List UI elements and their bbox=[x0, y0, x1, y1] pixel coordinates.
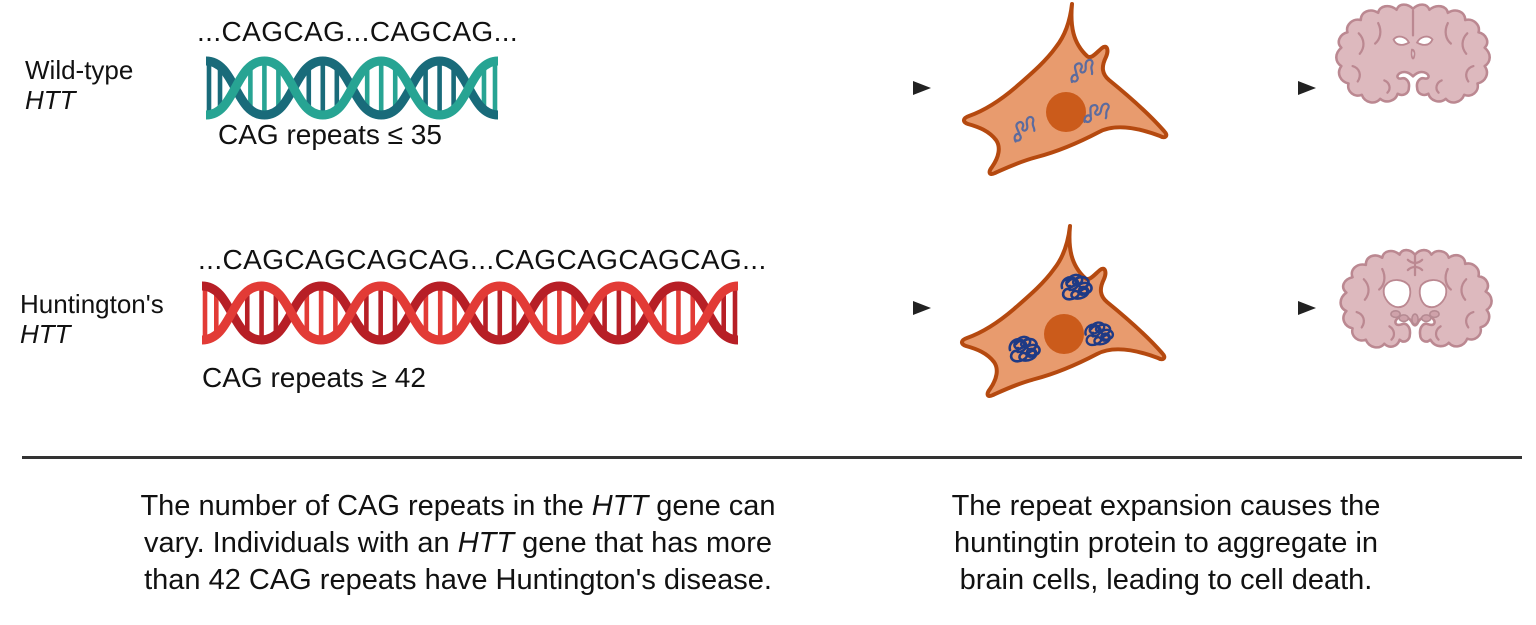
healthy-neuron-icon bbox=[961, 2, 1169, 177]
arrow-icon bbox=[1150, 81, 1316, 95]
left-caption: The number of CAG repeats in the HTT gen… bbox=[140, 490, 776, 596]
mutant-gene-symbol: HTT bbox=[20, 319, 71, 349]
wildtype-cag-sequence: ...CAGCAG...CAGCAG... bbox=[197, 16, 519, 47]
enlarged-ventricle-right bbox=[1418, 279, 1448, 309]
arrow-icon bbox=[765, 301, 931, 315]
ventricle-right bbox=[1415, 35, 1434, 46]
mutant-label-line1: Huntington's bbox=[20, 289, 164, 319]
mutant-row-label: Huntington's HTT bbox=[20, 289, 164, 349]
ventricle-left bbox=[1392, 35, 1411, 46]
wildtype-row-label: Wild-type HTT bbox=[25, 55, 133, 115]
healthy-brain-icon bbox=[1335, 3, 1491, 104]
wildtype-gene-symbol: HTT bbox=[25, 85, 76, 115]
arrow-icon bbox=[1150, 301, 1316, 315]
diseased-neuron-icon bbox=[959, 224, 1167, 399]
wildtype-repeats-note: CAG repeats ≤ 35 bbox=[218, 119, 442, 150]
mutant-dna-helix-icon bbox=[202, 281, 738, 345]
divider-line bbox=[22, 456, 1522, 459]
wildtype-label-line1: Wild-type bbox=[25, 55, 134, 85]
enlarged-ventricle-left bbox=[1382, 279, 1412, 309]
right-caption: The repeat expansion causes the huntingt… bbox=[951, 490, 1381, 596]
mutant-cag-sequence: ...CAGCAGCAGCAG...CAGCAGCAGCAG... bbox=[198, 244, 767, 275]
mutant-repeats-note: CAG repeats ≥ 42 bbox=[202, 362, 426, 393]
left-caption-gene-symbol: HTT bbox=[591, 490, 649, 522]
atrophied-brain-icon bbox=[1339, 248, 1493, 349]
left-caption-text: The number of CAG repeats in the bbox=[140, 490, 592, 522]
left-caption-gene-symbol: HTT bbox=[457, 527, 515, 559]
wildtype-dna-helix-icon bbox=[206, 56, 498, 120]
arrow-icon bbox=[765, 81, 931, 95]
